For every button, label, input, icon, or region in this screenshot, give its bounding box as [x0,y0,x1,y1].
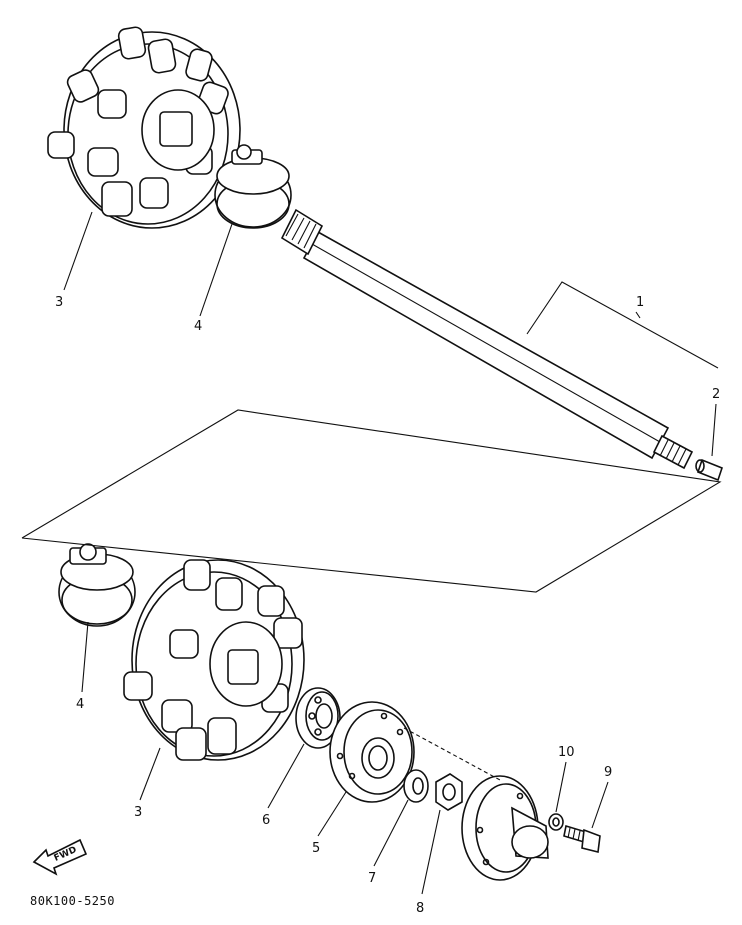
callout-4-lower: 4 [76,697,84,712]
spindle-flange [461,775,549,881]
callout-labels: 1 2 3 4 4 3 6 5 7 8 10 9 [55,295,720,916]
bearing-housing [329,701,415,803]
sprocket-lower [123,559,305,761]
callout-10: 10 [558,745,575,760]
callout-2: 2 [712,387,720,402]
fwd-arrow: FWD [32,838,88,876]
hose-clamp-upper [214,144,292,229]
callout-6: 6 [262,813,270,828]
washer [403,769,429,803]
drive-shaft [280,208,694,470]
callout-1: 1 [636,295,644,310]
callout-7: 7 [368,871,376,886]
callout-4-upper: 4 [194,319,202,334]
shaft-nut [695,458,723,482]
callout-3-upper: 3 [55,295,63,310]
lock-washer [548,813,564,831]
bearing [295,687,341,749]
hex-nut [435,773,463,811]
diagram-code: 80K100-5250 [30,894,115,908]
sprocket-upper [47,26,241,229]
callout-3-lower: 3 [134,805,142,820]
leader-lines [21,211,722,895]
bolt [563,824,601,853]
hose-clamp-lower [58,543,136,627]
callout-9: 9 [604,765,612,780]
callout-5: 5 [312,841,320,856]
callout-8: 8 [416,901,424,916]
